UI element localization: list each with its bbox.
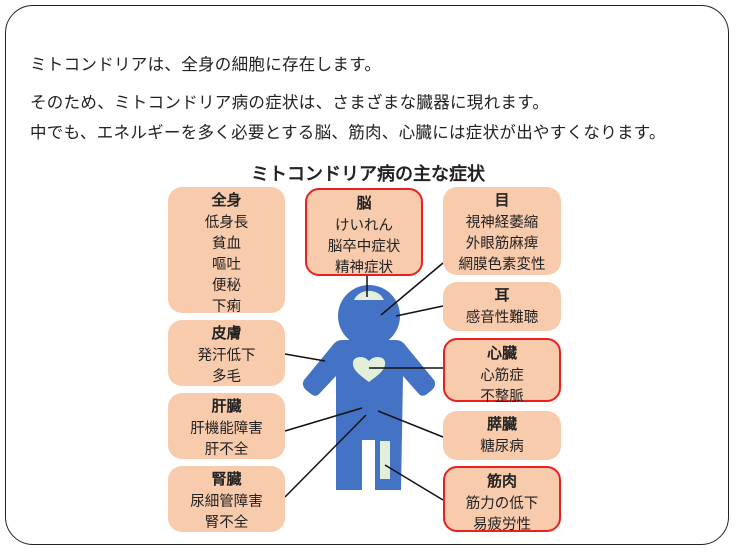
box-suizo: 膵臓 糖尿病 xyxy=(443,411,561,460)
symptom: 筋力の低下 xyxy=(465,496,539,512)
heart-icon xyxy=(352,356,386,382)
symptom: 感音性難聴 xyxy=(465,310,539,326)
box-heading: 膵臓 xyxy=(486,415,517,433)
symptom: 発汗低下 xyxy=(197,348,256,364)
symptom: 嘔吐 xyxy=(212,257,241,273)
outer-frame xyxy=(5,5,729,545)
box-zenshin: 全身 低身長 貧血 嘔吐 便秘 下痢 xyxy=(168,187,285,315)
box-hifu: 皮膚 発汗低下 多毛 xyxy=(168,320,285,386)
symptom: 外眼筋麻痺 xyxy=(465,236,539,252)
box-heading: 目 xyxy=(494,191,510,209)
box-jinzo: 腎臓 尿細管障害 腎不全 xyxy=(168,466,285,532)
symptom: 尿細管障害 xyxy=(190,494,263,510)
symptom: 便秘 xyxy=(212,278,241,294)
symptom: 低身長 xyxy=(204,215,249,231)
box-heading: 耳 xyxy=(494,286,510,304)
intro-line-1: ミトコンドリアは、全身の細胞に存在します。 xyxy=(30,55,382,74)
symptom: 易疲労性 xyxy=(473,517,531,533)
symptom: 心筋症 xyxy=(480,368,524,384)
symptom: 精神症状 xyxy=(335,260,393,276)
symptom: 下痢 xyxy=(212,299,241,315)
box-heading: 心臓 xyxy=(486,344,517,362)
brain-mark xyxy=(354,290,384,300)
symptom: 肝機能障害 xyxy=(190,421,263,437)
intro-line-3: 中でも、エネルギーを多く必要とする脳、筋肉、心臓には症状が出やすくなります。 xyxy=(30,123,666,142)
box-shinzo: 心臓 心筋症 不整脈 xyxy=(443,338,561,405)
box-kinniku: 筋肉 筋力の低下 易疲労性 xyxy=(443,466,561,533)
box-heading: 腎臓 xyxy=(211,470,242,488)
box-heading: 筋肉 xyxy=(486,472,517,490)
diagram-title: ミトコンドリア病の主な症状 xyxy=(251,164,485,185)
symptom: 貧血 xyxy=(212,236,241,252)
symptom: 脳卒中症状 xyxy=(327,239,401,255)
symptom: 視神経萎縮 xyxy=(465,215,539,231)
box-kanzo: 肝臓 肝機能障害 肝不全 xyxy=(168,393,285,459)
box-no: 脳 けいれん 脳卒中症状 精神症状 xyxy=(305,188,423,276)
symptom: 網膜色素変性 xyxy=(458,257,546,273)
box-me: 目 視神経萎縮 外眼筋麻痺 網膜色素変性 xyxy=(443,187,561,275)
human-silhouette xyxy=(302,285,436,490)
box-heading: 肝臓 xyxy=(211,397,242,415)
symptom: 腎不全 xyxy=(204,515,249,531)
symptom: 不整脈 xyxy=(480,389,524,405)
symptom: 肝不全 xyxy=(204,442,249,458)
box-heading: 皮膚 xyxy=(211,324,242,342)
box-heading: 脳 xyxy=(356,194,372,212)
torso xyxy=(302,340,436,490)
box-heading: 全身 xyxy=(211,191,242,209)
muscle-mark xyxy=(380,441,390,479)
symptom: 糖尿病 xyxy=(480,439,524,455)
symptom: けいれん xyxy=(335,218,393,234)
head xyxy=(338,285,400,347)
intro-line-2: そのため、ミトコンドリア病の症状は、さまざまな臓器に現れます。 xyxy=(30,93,550,112)
symptom: 多毛 xyxy=(212,369,241,385)
box-mimi: 耳 感音性難聴 xyxy=(443,282,561,331)
connector-lines xyxy=(284,262,444,501)
